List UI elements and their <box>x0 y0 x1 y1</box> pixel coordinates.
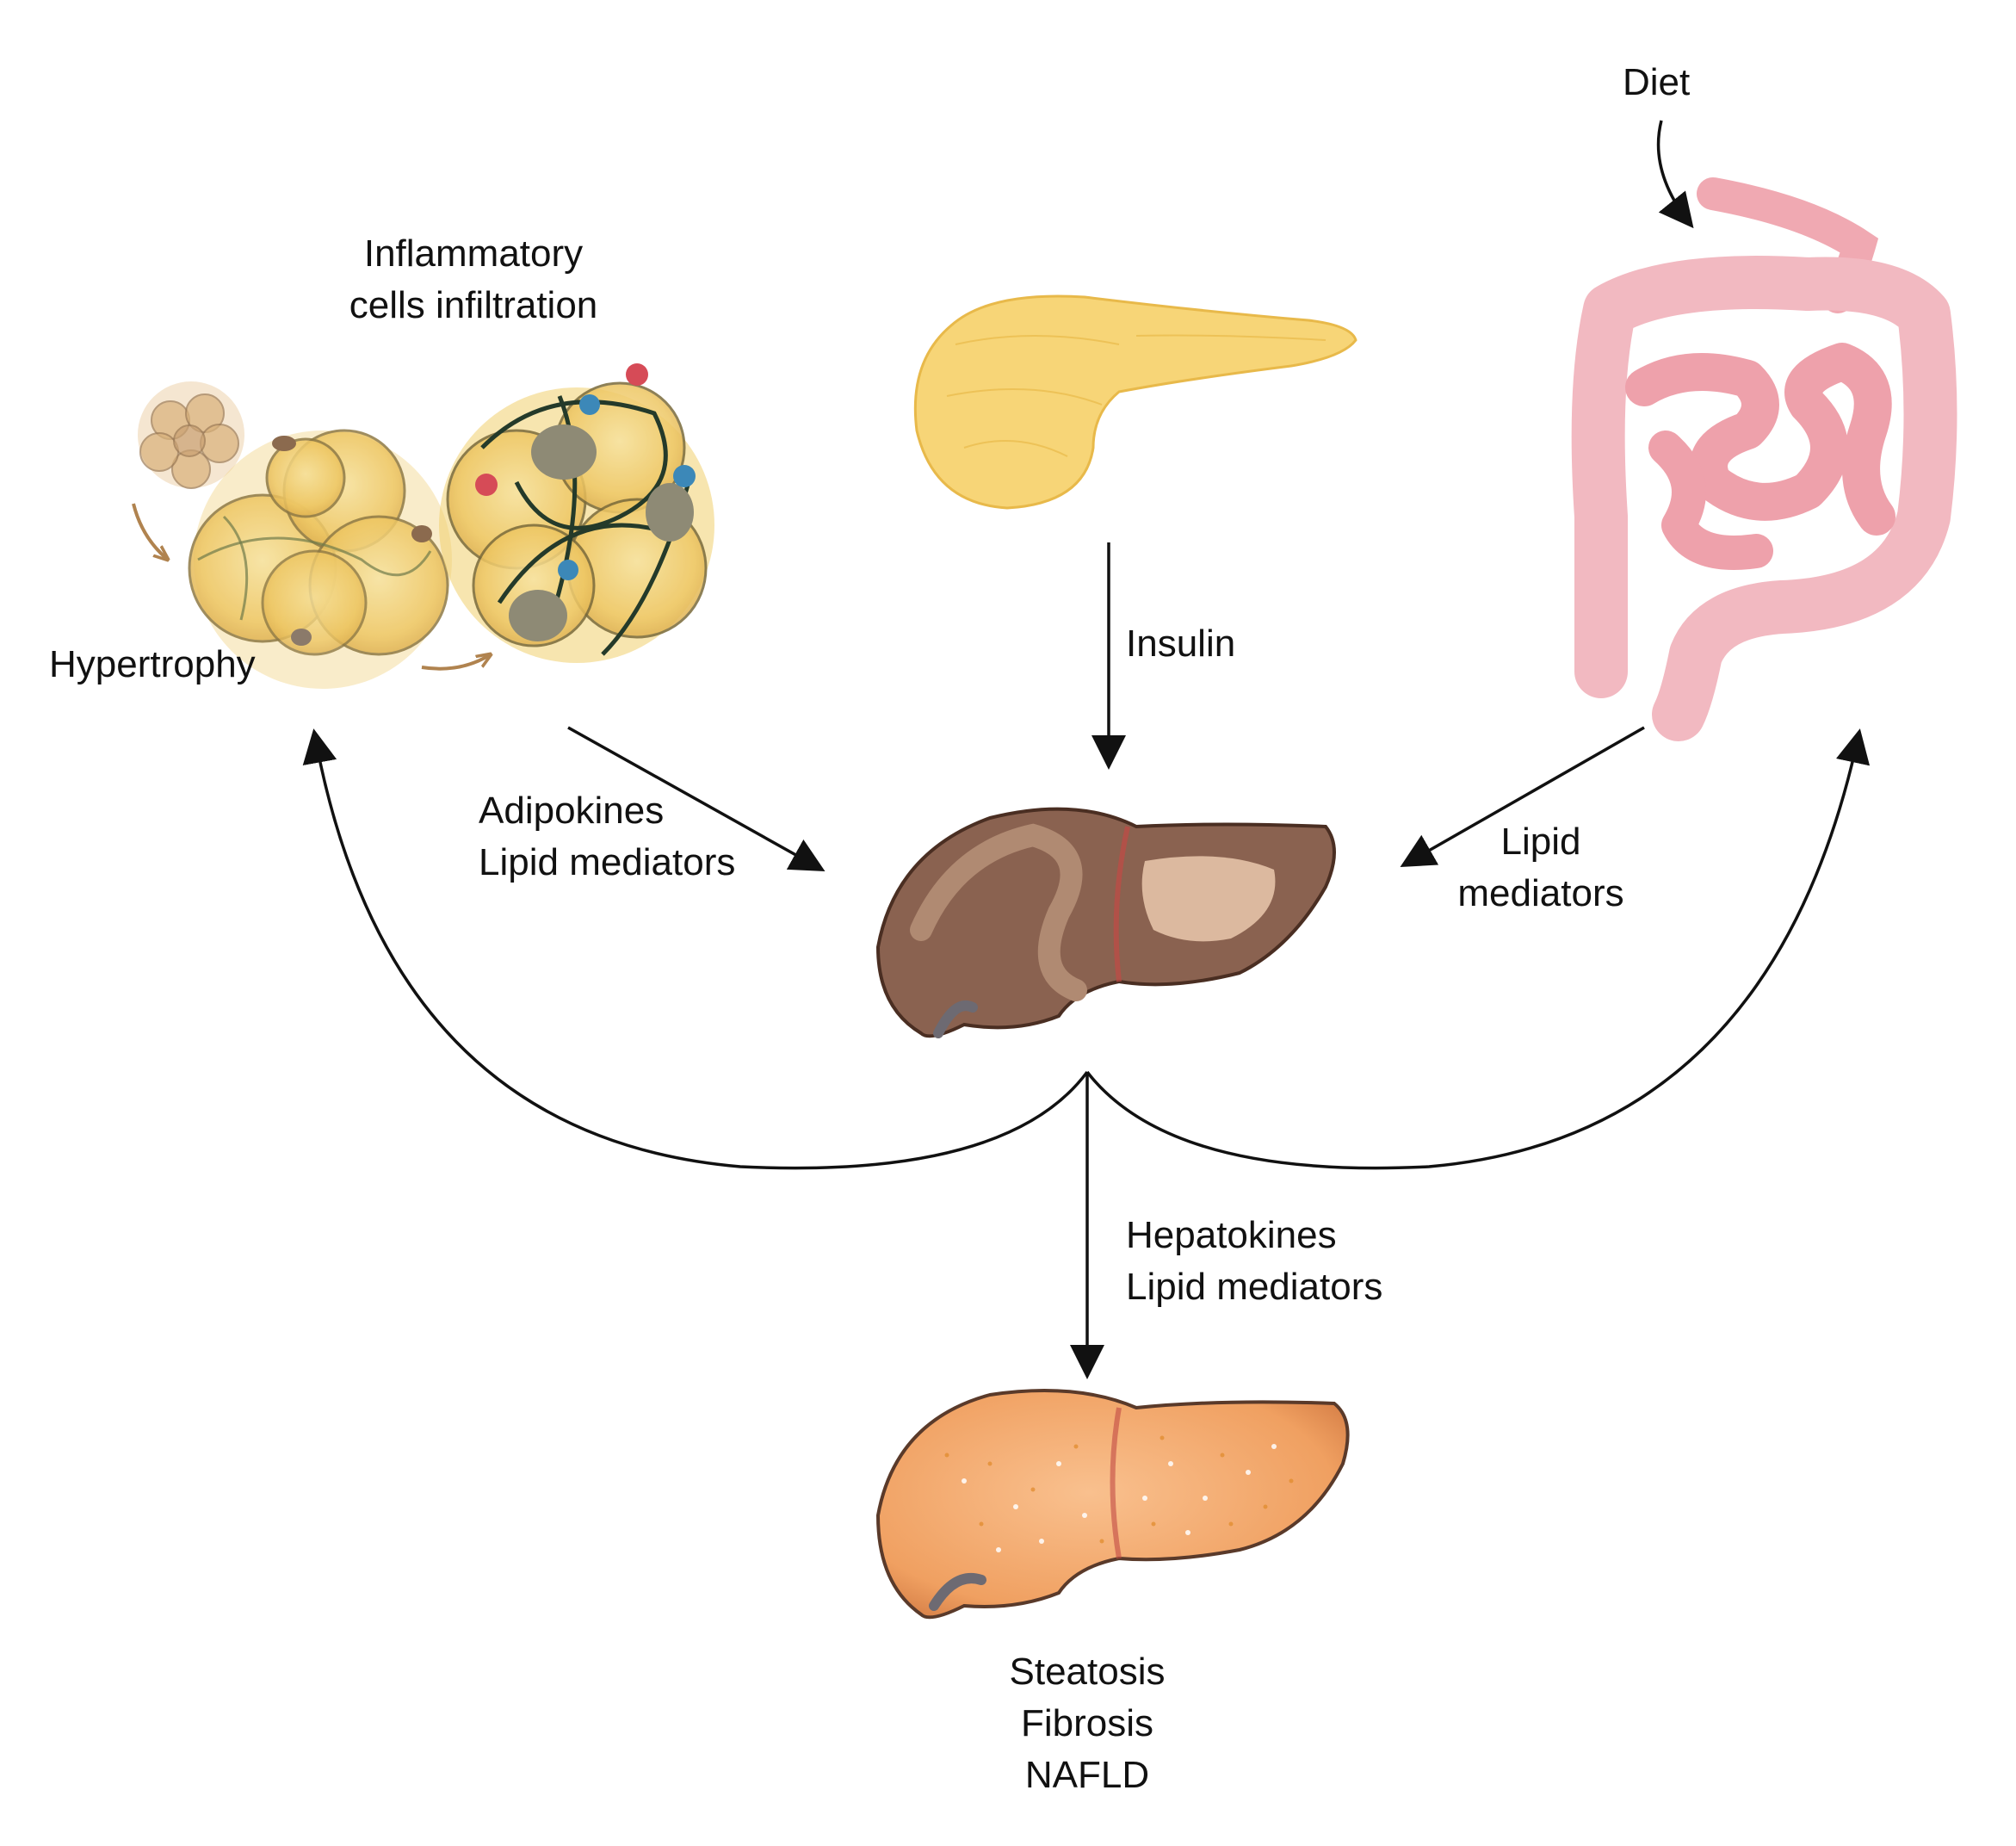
intestine <box>1571 177 1957 741</box>
pancreas <box>913 294 1357 510</box>
hepatokines-label: Hepatokines Lipid mediators <box>1126 1214 1383 1308</box>
adipokines-label: Adipokines Lipid mediators <box>479 790 736 883</box>
diet-arrow <box>1656 120 1694 229</box>
diet-label: Diet <box>1623 61 1691 103</box>
liver <box>875 807 1336 1038</box>
adipose-tissue-inflamed <box>439 363 714 663</box>
hypertrophy-arrow-2 <box>421 654 491 671</box>
adipose-tissue-hypertrophic <box>188 429 452 689</box>
liver-to-gut-arrow <box>1085 728 1871 1170</box>
hypertrophy-label: Hypertrophy <box>49 643 256 685</box>
adipokines-arrow <box>567 726 826 871</box>
gut-lipid-mediators-label: Lipid mediators <box>1457 821 1624 914</box>
hypertrophy-arrow-1 <box>132 503 168 560</box>
outcomes-label: Steatosis Fibrosis NAFLD <box>1009 1651 1166 1796</box>
liver-to-adipose-arrow <box>302 728 1089 1170</box>
gut-lipid-arrow <box>1400 726 1645 867</box>
insulin-label: Insulin <box>1126 623 1236 665</box>
adipose-cluster-small <box>138 381 244 489</box>
fatty-liver <box>875 1389 1350 1620</box>
inflammatory-label: Inflammatory cells infiltration <box>349 232 598 326</box>
